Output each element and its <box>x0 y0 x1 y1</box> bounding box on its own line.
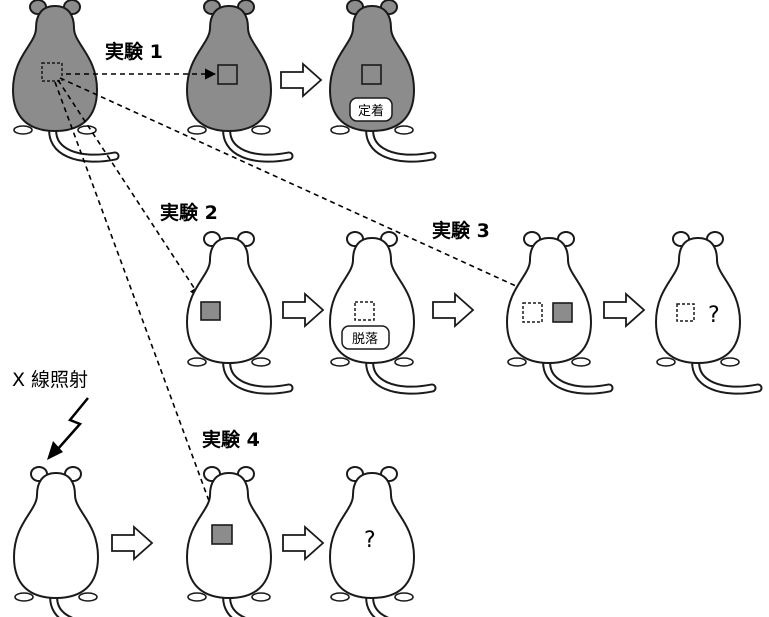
badge-engrafted: 定着 <box>349 97 393 122</box>
label-xray: X 線照射 <box>12 369 88 391</box>
donor-skin-site <box>41 62 63 82</box>
label-exp4: 実験 4 <box>202 428 260 451</box>
arrow-exp3-enter <box>432 293 474 327</box>
label-exp1: 実験 1 <box>105 40 163 63</box>
arrow-exp4-progress <box>282 526 324 560</box>
question-mark-exp3: ? <box>708 303 720 328</box>
graft-site-exp2-empty <box>354 301 375 321</box>
dashed-arrow-exp3 <box>59 77 553 303</box>
mouse-exp4-result <box>330 467 432 617</box>
badge-engrafted-text: 定着 <box>358 103 384 119</box>
arrow-exp2-progress <box>282 293 324 327</box>
graft-exp1 <box>217 64 238 85</box>
graft-exp2 <box>200 301 221 321</box>
mouse-exp1-recipient <box>187 0 289 158</box>
mouse-exp3-result <box>656 232 758 390</box>
graft-site-exp3-result <box>676 303 695 322</box>
badge-detached: 脱落 <box>341 325 390 350</box>
graft-site-exp3-old <box>522 302 543 323</box>
mouse-xray-irradiated <box>14 467 116 617</box>
label-exp2: 実験 2 <box>160 201 218 224</box>
dashed-arrow-exp4 <box>54 81 218 522</box>
mouse-exp2-result <box>330 232 432 390</box>
arrow-exp4-enter <box>111 526 153 560</box>
graft-exp1-result <box>361 64 382 85</box>
arrow-exp1-progress <box>280 63 322 97</box>
graft-exp4 <box>211 524 233 545</box>
label-exp3: 実験 3 <box>432 219 490 242</box>
dashed-arrow-exp2 <box>57 79 201 298</box>
lightning-bolt-icon <box>47 397 89 460</box>
graft-exp3 <box>552 302 573 323</box>
badge-detached-text: 脱落 <box>352 332 378 347</box>
question-mark-exp4: ? <box>364 528 376 553</box>
arrow-exp3-progress <box>603 293 645 327</box>
mouse-exp4-recipient <box>187 467 289 617</box>
